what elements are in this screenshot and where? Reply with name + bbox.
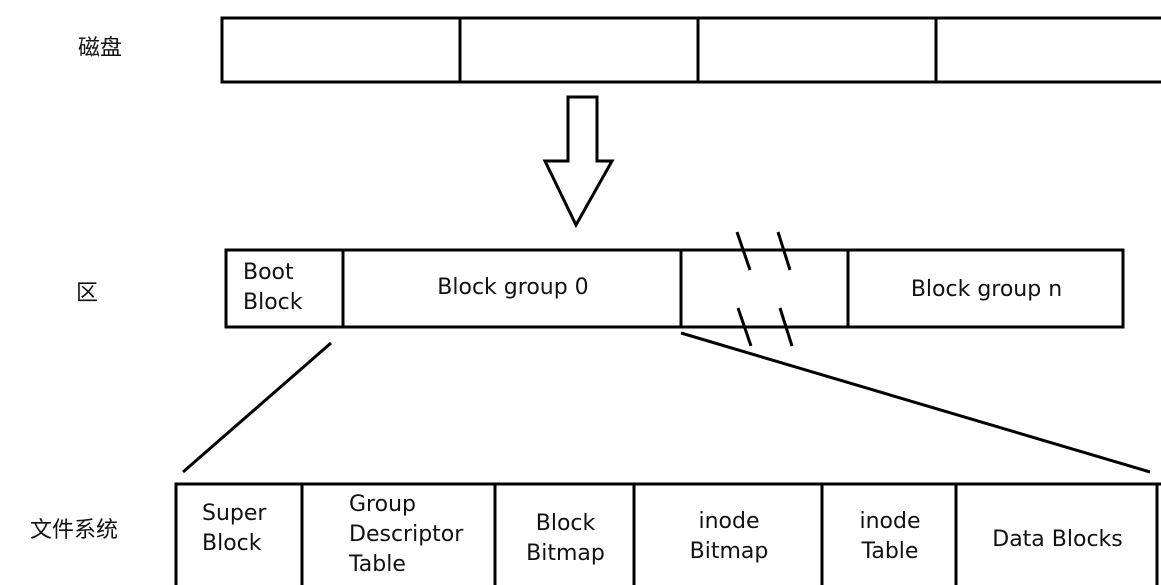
filesystem-bar [174, 482, 1161, 585]
zoom-line-left [182, 341, 332, 474]
filesystem-outline [174, 482, 1161, 585]
break-marks [732, 231, 800, 347]
break-mark-bottom-right [778, 307, 794, 347]
inode-bitmap-cell: inode Bitmap [689, 509, 769, 564]
block-group-0-cell: Block group 0 [437, 275, 589, 300]
partition-label: 区 [76, 281, 99, 306]
block-bitmap-cell: Block Bitmap [526, 511, 605, 566]
break-mark-top-right [776, 231, 792, 271]
partition-outline [224, 248, 1125, 329]
boot-block-cell: Boot Block [243, 260, 303, 315]
down-arrow-icon [542, 95, 615, 229]
group-descriptor-table-cell: Group Descriptor Table [349, 492, 464, 577]
filesystem-label: 文件系统 [30, 518, 119, 543]
zoom-line-right [680, 331, 1151, 474]
super-block-cell: Super Block [202, 501, 267, 556]
disk-label: 磁盘 [78, 36, 123, 61]
break-mark-bottom-left [736, 307, 753, 347]
disk-bar [220, 16, 1161, 84]
disk-outline [220, 16, 1161, 84]
data-blocks-cell: Data Blocks [992, 527, 1123, 552]
break-mark-top-left [735, 231, 752, 271]
inode-table-cell: inode Table [859, 509, 921, 564]
partition-bar [224, 248, 1125, 329]
block-group-n-cell: Block group n [910, 277, 1063, 302]
